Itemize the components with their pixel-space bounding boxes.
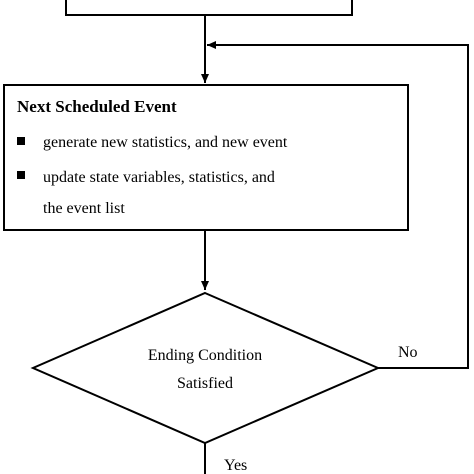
event-box-title: Next Scheduled Event — [17, 97, 177, 116]
decision-diamond — [30, 291, 381, 445]
bullet-square-icon — [17, 171, 25, 179]
decision-label-line1: Ending Condition — [148, 347, 262, 364]
bullet-1-text: generate new statistics, and new event — [43, 134, 288, 151]
bullet-square-icon — [17, 137, 25, 145]
bullet-2-text-line2: the event list — [43, 200, 125, 217]
no-branch-loop — [207, 41, 469, 369]
top-process-box — [65, 0, 353, 16]
decision-label-line2: Satisfied — [177, 375, 233, 392]
bullet-2-text-line1: update state variables, statistics, and — [43, 169, 275, 186]
no-branch-label: No — [398, 344, 418, 361]
yes-branch-label: Yes — [224, 457, 247, 474]
